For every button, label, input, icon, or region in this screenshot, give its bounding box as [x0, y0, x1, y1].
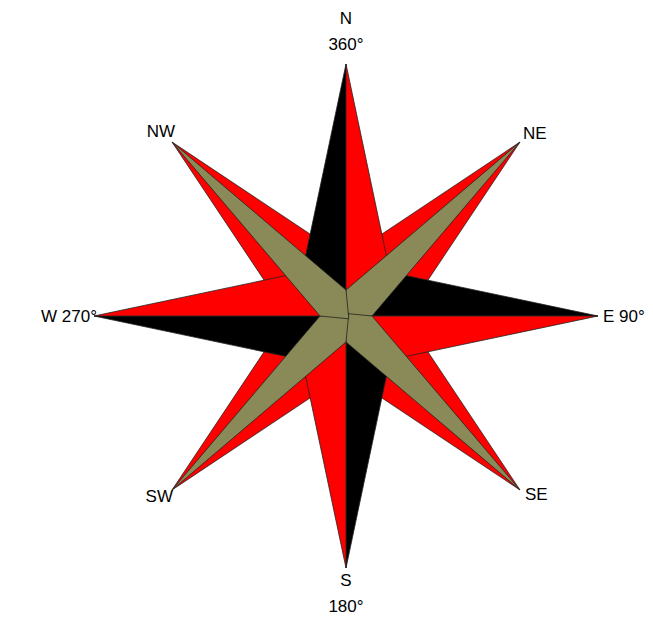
direction-label: SW [146, 488, 173, 505]
direction-label: NE [523, 125, 547, 142]
direction-label: 360° [328, 36, 363, 53]
diagonal-point-front [343, 313, 520, 490]
direction-label: NW [147, 123, 175, 140]
direction-label: S [340, 572, 351, 589]
direction-label: SE [525, 486, 548, 503]
direction-label: E 90° [603, 308, 645, 325]
direction-label: N [340, 10, 352, 27]
direction-label: 180° [328, 598, 363, 615]
diagonal-point-front [172, 142, 349, 319]
direction-label: W 270° [41, 308, 97, 325]
diagonal-point-front [343, 142, 520, 319]
diagonal-point-front [172, 313, 349, 490]
